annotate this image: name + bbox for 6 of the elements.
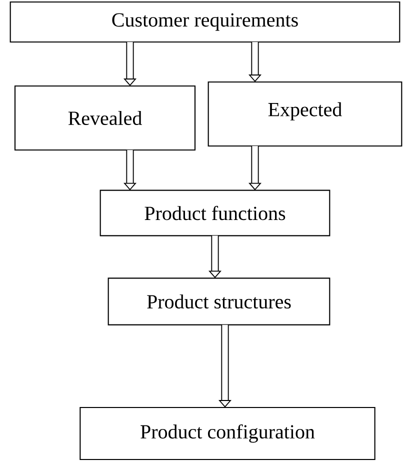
process-box: Expected bbox=[208, 81, 402, 147]
process-box: Product structures bbox=[108, 278, 330, 326]
process-box: Product functions bbox=[100, 190, 330, 236]
process-box: Product configuration bbox=[80, 406, 376, 460]
process-box: Customer requirements bbox=[10, 1, 400, 43]
process-box: Revealed bbox=[14, 85, 196, 151]
